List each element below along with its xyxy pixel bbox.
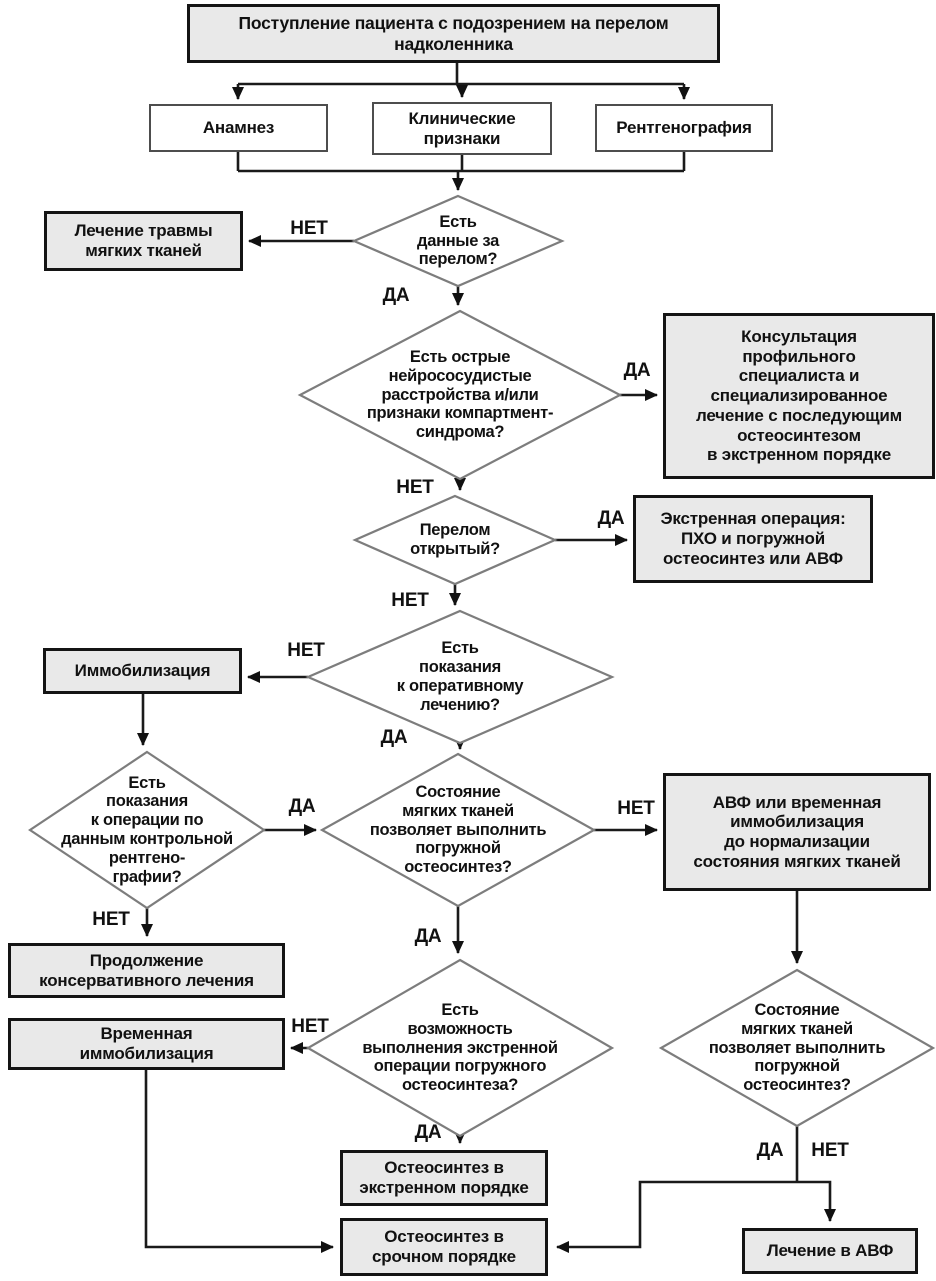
edge-label-yes-soft-tissue-1: ДА: [414, 926, 442, 947]
edge-label-yes-neuro: ДА: [623, 360, 651, 381]
decision-soft-tissue-1-label: Состояние мягких тканей позволяет выполн…: [369, 783, 547, 877]
node-start: Поступление пациента с подозрением на пе…: [187, 4, 720, 63]
node-clinical-signs: Клинические признаки: [372, 102, 552, 155]
decision-possibility-label: Есть возможность выполнения экстренной о…: [362, 1001, 558, 1095]
edge-label-yes-soft-tissue-2: ДА: [756, 1140, 784, 1161]
edge-label-no-open: НЕТ: [391, 590, 429, 611]
node-anamnesis: Анамнез: [149, 104, 328, 152]
decision-soft-tissue-2-shape: [658, 968, 936, 1128]
decision-fracture-label: Есть данные за перелом?: [417, 212, 499, 269]
decision-shapes: [28, 194, 936, 1138]
connector-arrows: [137, 84, 836, 1253]
decision-soft-tissue-1-shape: [319, 752, 597, 908]
edge-label-no-neuro: НЕТ: [396, 477, 434, 498]
node-emergency-operation: Экстренная операция: ПХО и погружной ост…: [633, 495, 873, 583]
edge-label-no-control-xray: НЕТ: [92, 909, 130, 930]
decision-fracture-shape: [351, 194, 565, 288]
node-xray: Рентгенография: [595, 104, 773, 152]
edge-label-yes-open: ДА: [597, 508, 625, 529]
node-osteosynthesis-urgent: Остеосинтез в срочном порядке: [340, 1218, 548, 1276]
edge-label-no-possibility: НЕТ: [291, 1016, 329, 1037]
edge-label-yes-possibility: ДА: [414, 1122, 442, 1143]
decision-soft-tissue-2-label: Состояние мягких тканей позволяет выполн…: [708, 1001, 886, 1095]
decision-control-xray-label: Есть показания к операции по данным конт…: [61, 773, 233, 886]
node-avf-or-temp-immobilization: АВФ или временная иммобилизация до норма…: [663, 773, 931, 891]
edge-label-no-soft-tissue-2: НЕТ: [811, 1140, 849, 1161]
decision-open-fracture-label: Перелом открытый?: [410, 521, 500, 558]
decision-possibility-shape: [305, 958, 615, 1138]
edge-label-no-soft-tissue-1: НЕТ: [617, 798, 655, 819]
decision-neuro-label: Есть острые нейрососудистые расстройства…: [366, 348, 554, 442]
node-continue-conservative: Продолжение консервативного лечения: [8, 943, 285, 998]
node-immobilization: Иммобилизация: [43, 648, 242, 694]
edge-label-no-fracture: НЕТ: [290, 218, 328, 239]
node-soft-tissue-treatment: Лечение травмы мягких тканей: [44, 211, 243, 271]
edge-label-no-surgery-ind: НЕТ: [287, 640, 325, 661]
decision-surgery-indications-shape: [305, 609, 615, 745]
decision-control-xray-shape: [28, 750, 266, 910]
decision-neuro-shape: [297, 309, 623, 481]
edge-label-yes-fracture: ДА: [382, 285, 410, 306]
decision-surgery-indications-label: Есть показания к оперативному лечению?: [396, 639, 524, 714]
node-avf-treatment: Лечение в АВФ: [742, 1228, 918, 1274]
decision-open-fracture-shape: [352, 494, 558, 586]
node-temp-immobilization: Временная иммобилизация: [8, 1018, 285, 1070]
edge-label-yes-control-xray: ДА: [288, 796, 316, 817]
node-osteosynthesis-emergency: Остеосинтез в экстренном порядке: [340, 1150, 548, 1206]
node-specialist-consult: Консультация профильного специалиста и с…: [663, 313, 935, 479]
edge-label-yes-surgery-ind: ДА: [380, 727, 408, 748]
